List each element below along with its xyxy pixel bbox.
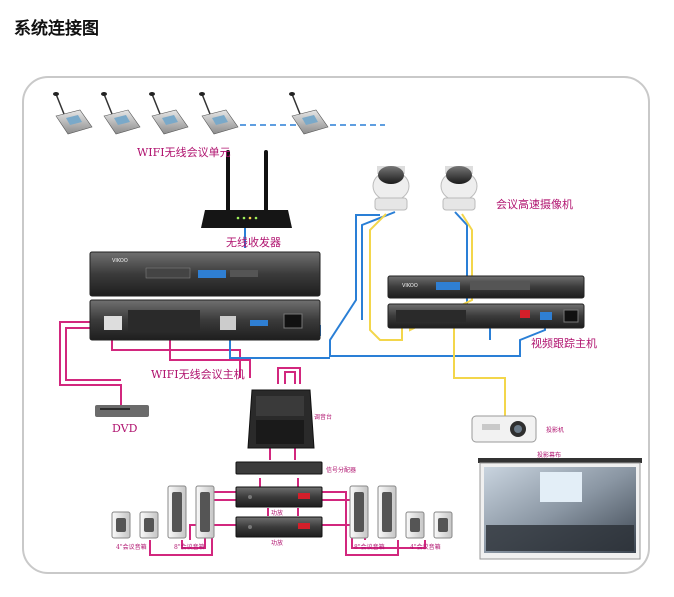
label-splitter: 信号分配器: [326, 467, 357, 474]
label-amp-1: 功放: [271, 510, 284, 517]
label-speaker-8in-right: 8"会议音箱: [354, 544, 385, 551]
wifi-conference-unit: [289, 92, 329, 135]
label-speaker-4in-left: 4"会议音箱: [116, 544, 147, 551]
page-title: 系统连接图: [14, 19, 99, 39]
signal-splitter: [235, 461, 323, 475]
wifi-conference-unit: [149, 92, 189, 135]
label-mixer: 调音台: [314, 414, 333, 421]
label-router: 无线收发器: [226, 236, 281, 249]
label-amp-2: 功放: [271, 540, 284, 547]
speaker-column: [167, 485, 187, 539]
tracking-brand-text: VIKOO: [402, 283, 418, 289]
power-amplifier: [235, 516, 323, 538]
label-tracking-host: 视频跟踪主机: [531, 337, 597, 350]
ptz-camera: [440, 166, 478, 211]
label-projector: 投影机: [546, 427, 565, 434]
audio-mixer: [247, 389, 315, 449]
wifi-conference-host: VIKOO: [89, 251, 321, 341]
speaker-small: [139, 511, 159, 539]
label-dvd: DVD: [112, 422, 138, 435]
wireless-router: [201, 150, 292, 228]
speaker-small: [433, 511, 453, 539]
speaker-small: [405, 511, 425, 539]
diagram-frame: [22, 76, 650, 574]
speaker-column: [377, 485, 397, 539]
speaker-column: [195, 485, 215, 539]
label-wifi-units: WIFI无线会议单元: [137, 146, 231, 159]
label-host: WIFI无线会议主机: [151, 368, 245, 381]
label-screen: 投影幕布: [537, 452, 562, 459]
label-cameras: 会议高速摄像机: [496, 198, 573, 211]
ptz-camera: [372, 166, 410, 211]
wifi-conference-unit: [199, 92, 239, 135]
wifi-conference-unit: [53, 92, 93, 135]
speaker-small: [111, 511, 131, 539]
wifi-conference-unit: [101, 92, 141, 135]
label-speaker-8in-left: 8"会议音箱: [174, 544, 205, 551]
power-amplifier: [235, 486, 323, 508]
projection-screen: [478, 458, 642, 560]
label-speaker-4in-right: 4"会议音箱: [410, 544, 441, 551]
dvd-player: [95, 405, 149, 417]
speaker-column: [349, 485, 369, 539]
projector: [471, 415, 537, 443]
host-brand-text: VIKOO: [112, 258, 128, 264]
video-tracking-host: VIKOO: [387, 275, 585, 329]
cables-blue: [229, 211, 546, 359]
